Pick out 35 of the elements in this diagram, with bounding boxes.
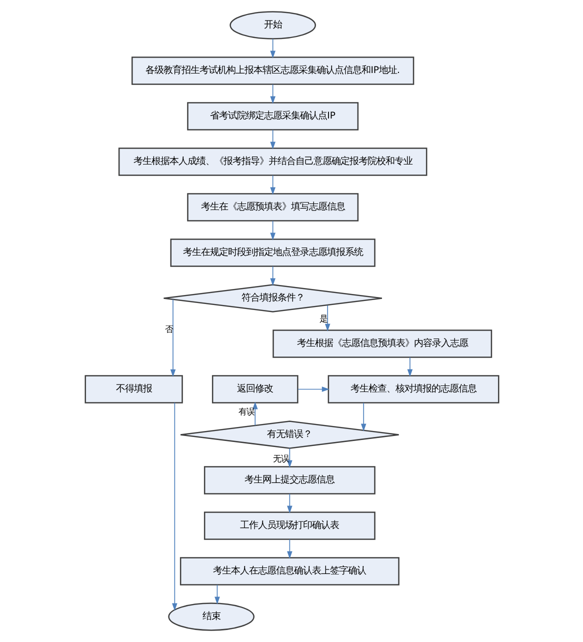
node-box: 省考试院绑定志愿采集确认点IP	[186, 102, 358, 130]
node-box: 考生根据《志愿信息预填表》内容录入志愿	[272, 330, 492, 358]
node-box: 考生检查、核对填报的志愿信息	[327, 375, 499, 404]
node-box: 考生在规定时段到指定地点登录志愿填报系统	[170, 238, 375, 267]
arrow	[297, 386, 329, 392]
node-diamond: 符合填报条件？	[162, 284, 382, 312]
arrow	[252, 402, 258, 426]
arrow	[172, 402, 177, 611]
arrow	[270, 84, 275, 104]
edge-label: 有误	[238, 406, 254, 417]
arrow	[270, 220, 275, 240]
arrow	[286, 493, 292, 514]
node-ellipse: 开始	[229, 11, 316, 40]
node-box: 不得填报	[84, 375, 182, 404]
arrow	[214, 584, 220, 604]
node-diamond: 有无错误？	[179, 420, 399, 449]
node-box: 工作人员现场打印确认表	[203, 512, 375, 540]
arrow	[270, 130, 275, 150]
arrow	[360, 402, 366, 432]
arrow	[270, 174, 275, 195]
node-box: 考生根据本人成绩、《报考指导》并结合自己意愿确定报考院校和专业	[118, 148, 427, 176]
arrow	[324, 304, 330, 332]
arrow	[270, 266, 275, 286]
edge-label: 是	[318, 314, 327, 324]
node-box: 返回修改	[211, 375, 298, 404]
node-box: 考生网上提交志愿信息	[203, 466, 375, 494]
node-box: 考生本人在志愿信息确认表上签字确认	[179, 557, 399, 586]
edge-label: 否	[164, 324, 172, 334]
arrow	[406, 356, 412, 377]
arrow	[286, 538, 292, 559]
arrow	[170, 299, 176, 377]
edge-label: 无误	[272, 453, 289, 464]
node-box: 考生在《志愿预填表》填写志愿信息	[186, 193, 358, 222]
node-box: 各级教育招生考试机构上报本辖区志愿采集确认点信息和IP地址.	[131, 56, 414, 85]
arrow	[270, 38, 275, 58]
